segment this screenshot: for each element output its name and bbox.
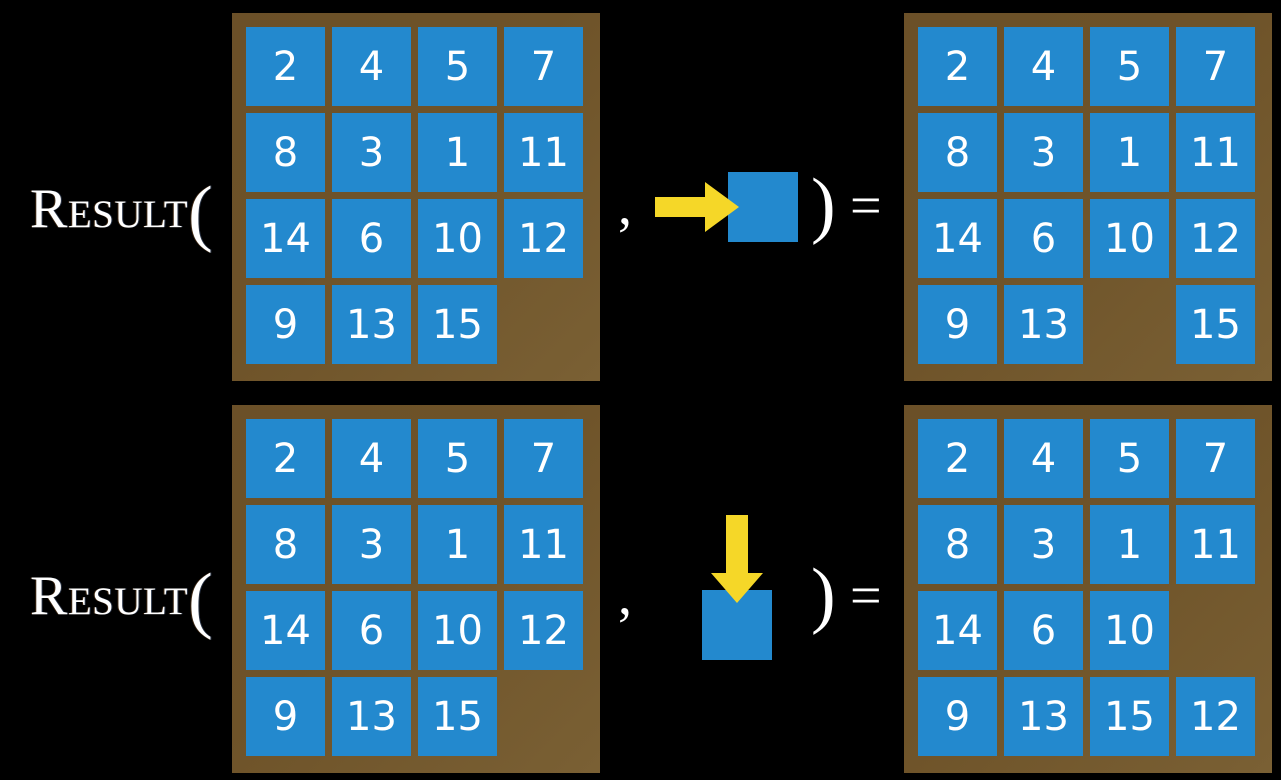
tile[interactable]: 11 — [1176, 113, 1255, 192]
tile[interactable]: 15 — [418, 677, 497, 756]
tile[interactable]: 6 — [1004, 591, 1083, 670]
tile[interactable]: 8 — [246, 505, 325, 584]
tile[interactable]: 1 — [1090, 113, 1169, 192]
tile[interactable]: 4 — [1004, 27, 1083, 106]
tile[interactable]: 12 — [504, 199, 583, 278]
tile[interactable]: 6 — [332, 591, 411, 670]
tile[interactable]: 2 — [918, 419, 997, 498]
tile[interactable]: 9 — [918, 677, 997, 756]
tile[interactable]: 7 — [1176, 419, 1255, 498]
tile[interactable]: 9 — [246, 677, 325, 756]
equals-row-2: = — [850, 565, 882, 627]
tile[interactable]: 5 — [1090, 27, 1169, 106]
tile[interactable]: 8 — [246, 113, 325, 192]
tile[interactable]: 12 — [504, 591, 583, 670]
arrow-right-icon — [655, 182, 739, 232]
input-board-row-2: 2 4 5 7 8 3 1 11 14 6 10 12 9 13 15 — [232, 405, 600, 773]
tile[interactable]: 13 — [1004, 677, 1083, 756]
tile[interactable]: 10 — [1090, 591, 1169, 670]
output-board-row-1: 2 4 5 7 8 3 1 11 14 6 10 12 9 13 15 — [904, 13, 1272, 381]
open-paren-row-2: ( — [188, 559, 214, 641]
output-board-row-2: 2 4 5 7 8 3 1 11 14 6 10 9 13 15 12 — [904, 405, 1272, 773]
tile[interactable]: 15 — [418, 285, 497, 364]
tile[interactable]: 14 — [246, 591, 325, 670]
tile[interactable]: 4 — [1004, 419, 1083, 498]
result-word-row-1: Result — [30, 178, 189, 240]
open-paren-row-1: ( — [188, 172, 214, 254]
tile[interactable]: 14 — [918, 199, 997, 278]
input-grid-row-1: 2 4 5 7 8 3 1 11 14 6 10 12 9 13 15 — [246, 27, 583, 364]
tile[interactable]: 4 — [332, 419, 411, 498]
tile[interactable]: 1 — [418, 113, 497, 192]
tile[interactable]: 11 — [504, 113, 583, 192]
result-label-row-2: Result( — [30, 563, 213, 637]
tile[interactable]: 7 — [504, 419, 583, 498]
tile[interactable]: 2 — [918, 27, 997, 106]
arrow-down-icon — [711, 515, 763, 603]
slide-down-action — [698, 515, 778, 665]
tile[interactable]: 5 — [418, 27, 497, 106]
tile[interactable]: 5 — [418, 419, 497, 498]
tile[interactable]: 15 — [1176, 285, 1255, 364]
empty-slot[interactable] — [504, 285, 583, 364]
tile[interactable]: 7 — [504, 27, 583, 106]
tile[interactable]: 9 — [246, 285, 325, 364]
input-board-row-1: 2 4 5 7 8 3 1 11 14 6 10 12 9 13 15 — [232, 13, 600, 381]
tile[interactable]: 13 — [332, 285, 411, 364]
tile[interactable]: 13 — [1004, 285, 1083, 364]
tile[interactable]: 6 — [1004, 199, 1083, 278]
tile[interactable]: 1 — [1090, 505, 1169, 584]
tile[interactable]: 12 — [1176, 199, 1255, 278]
tile[interactable]: 9 — [918, 285, 997, 364]
tile[interactable]: 1 — [418, 505, 497, 584]
tile[interactable]: 3 — [1004, 505, 1083, 584]
output-grid-row-1: 2 4 5 7 8 3 1 11 14 6 10 12 9 13 15 — [918, 27, 1255, 364]
tile[interactable]: 11 — [1176, 505, 1255, 584]
tile[interactable]: 12 — [1176, 677, 1255, 756]
empty-slot[interactable] — [504, 677, 583, 756]
comma-row-1: , — [618, 175, 632, 237]
tile[interactable]: 7 — [1176, 27, 1255, 106]
tile[interactable]: 10 — [1090, 199, 1169, 278]
tile[interactable]: 11 — [504, 505, 583, 584]
comma-row-2: , — [618, 565, 632, 627]
tile[interactable]: 3 — [1004, 113, 1083, 192]
tile[interactable]: 10 — [418, 199, 497, 278]
tile[interactable]: 3 — [332, 113, 411, 192]
tile[interactable]: 10 — [418, 591, 497, 670]
equals-row-1: = — [850, 175, 882, 237]
tile[interactable]: 14 — [918, 591, 997, 670]
output-grid-row-2: 2 4 5 7 8 3 1 11 14 6 10 9 13 15 12 — [918, 419, 1255, 756]
tile[interactable]: 2 — [246, 27, 325, 106]
tile[interactable]: 4 — [332, 27, 411, 106]
slide-right-action — [655, 172, 800, 248]
tile[interactable]: 8 — [918, 113, 997, 192]
close-paren-row-1: ) — [811, 164, 836, 246]
tile[interactable]: 6 — [332, 199, 411, 278]
input-grid-row-2: 2 4 5 7 8 3 1 11 14 6 10 12 9 13 15 — [246, 419, 583, 756]
tile[interactable]: 14 — [246, 199, 325, 278]
tile[interactable]: 15 — [1090, 677, 1169, 756]
close-paren-row-2: ) — [811, 554, 836, 636]
blank-tile-icon — [728, 172, 798, 242]
empty-slot[interactable] — [1090, 285, 1169, 364]
tile[interactable]: 8 — [918, 505, 997, 584]
tile[interactable]: 3 — [332, 505, 411, 584]
tile[interactable]: 5 — [1090, 419, 1169, 498]
result-label-row-1: Result( — [30, 176, 213, 250]
tile[interactable]: 2 — [246, 419, 325, 498]
result-word-row-2: Result — [30, 565, 189, 627]
empty-slot[interactable] — [1176, 591, 1255, 670]
tile[interactable]: 13 — [332, 677, 411, 756]
